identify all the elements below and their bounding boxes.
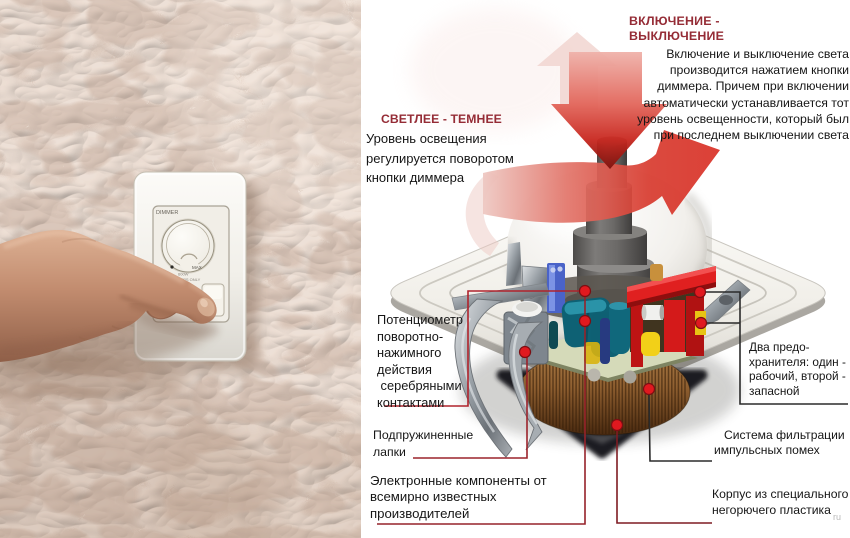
svg-text:DIMMER: DIMMER: [156, 210, 178, 216]
svg-text:600W: 600W: [178, 272, 189, 277]
svg-text:MAX: MAX: [192, 265, 202, 270]
